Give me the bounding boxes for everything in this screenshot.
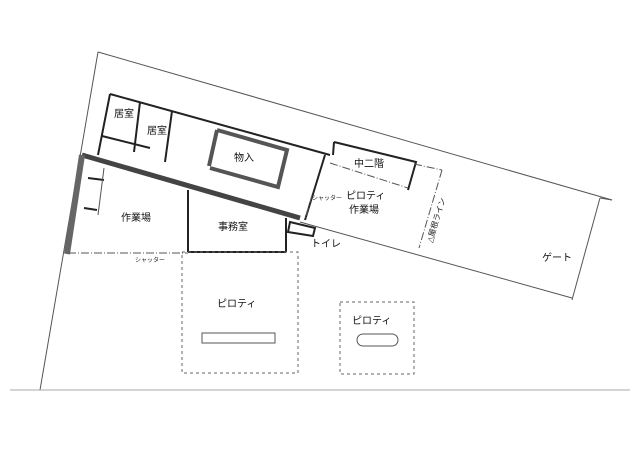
room-label-piloti-workshop-2: 作業場 bbox=[349, 203, 379, 216]
site-boundary bbox=[10, 51, 630, 391]
bench-2 bbox=[356, 333, 399, 347]
label-shutter-2: シャッター bbox=[135, 256, 165, 264]
label-gate: ゲート bbox=[542, 252, 572, 264]
room-label-office: 事務室 bbox=[218, 220, 248, 233]
label-roof-line: △屋根ライン bbox=[424, 197, 447, 244]
room-label-workshop: 作業場 bbox=[121, 211, 151, 224]
room-label-living-2: 居室 bbox=[147, 124, 167, 137]
piloti-area-1 bbox=[181, 251, 299, 374]
room-label-piloti-workshop: ピロティ bbox=[346, 190, 385, 202]
room-label-mezzanine: 中二階 bbox=[354, 157, 384, 170]
room-label-storage: 物入 bbox=[234, 151, 254, 164]
label-shutter-1: シャッター bbox=[312, 194, 342, 202]
piloti-area-2 bbox=[339, 301, 415, 375]
room-label-toilet: トイレ bbox=[311, 239, 341, 250]
label-piloti-1: ピロティ bbox=[217, 298, 256, 310]
label-piloti-2: ピロティ bbox=[352, 315, 391, 327]
building-walls bbox=[64, 93, 443, 255]
room-label-living-1: 居室 bbox=[114, 107, 134, 120]
bench-1 bbox=[201, 332, 276, 344]
